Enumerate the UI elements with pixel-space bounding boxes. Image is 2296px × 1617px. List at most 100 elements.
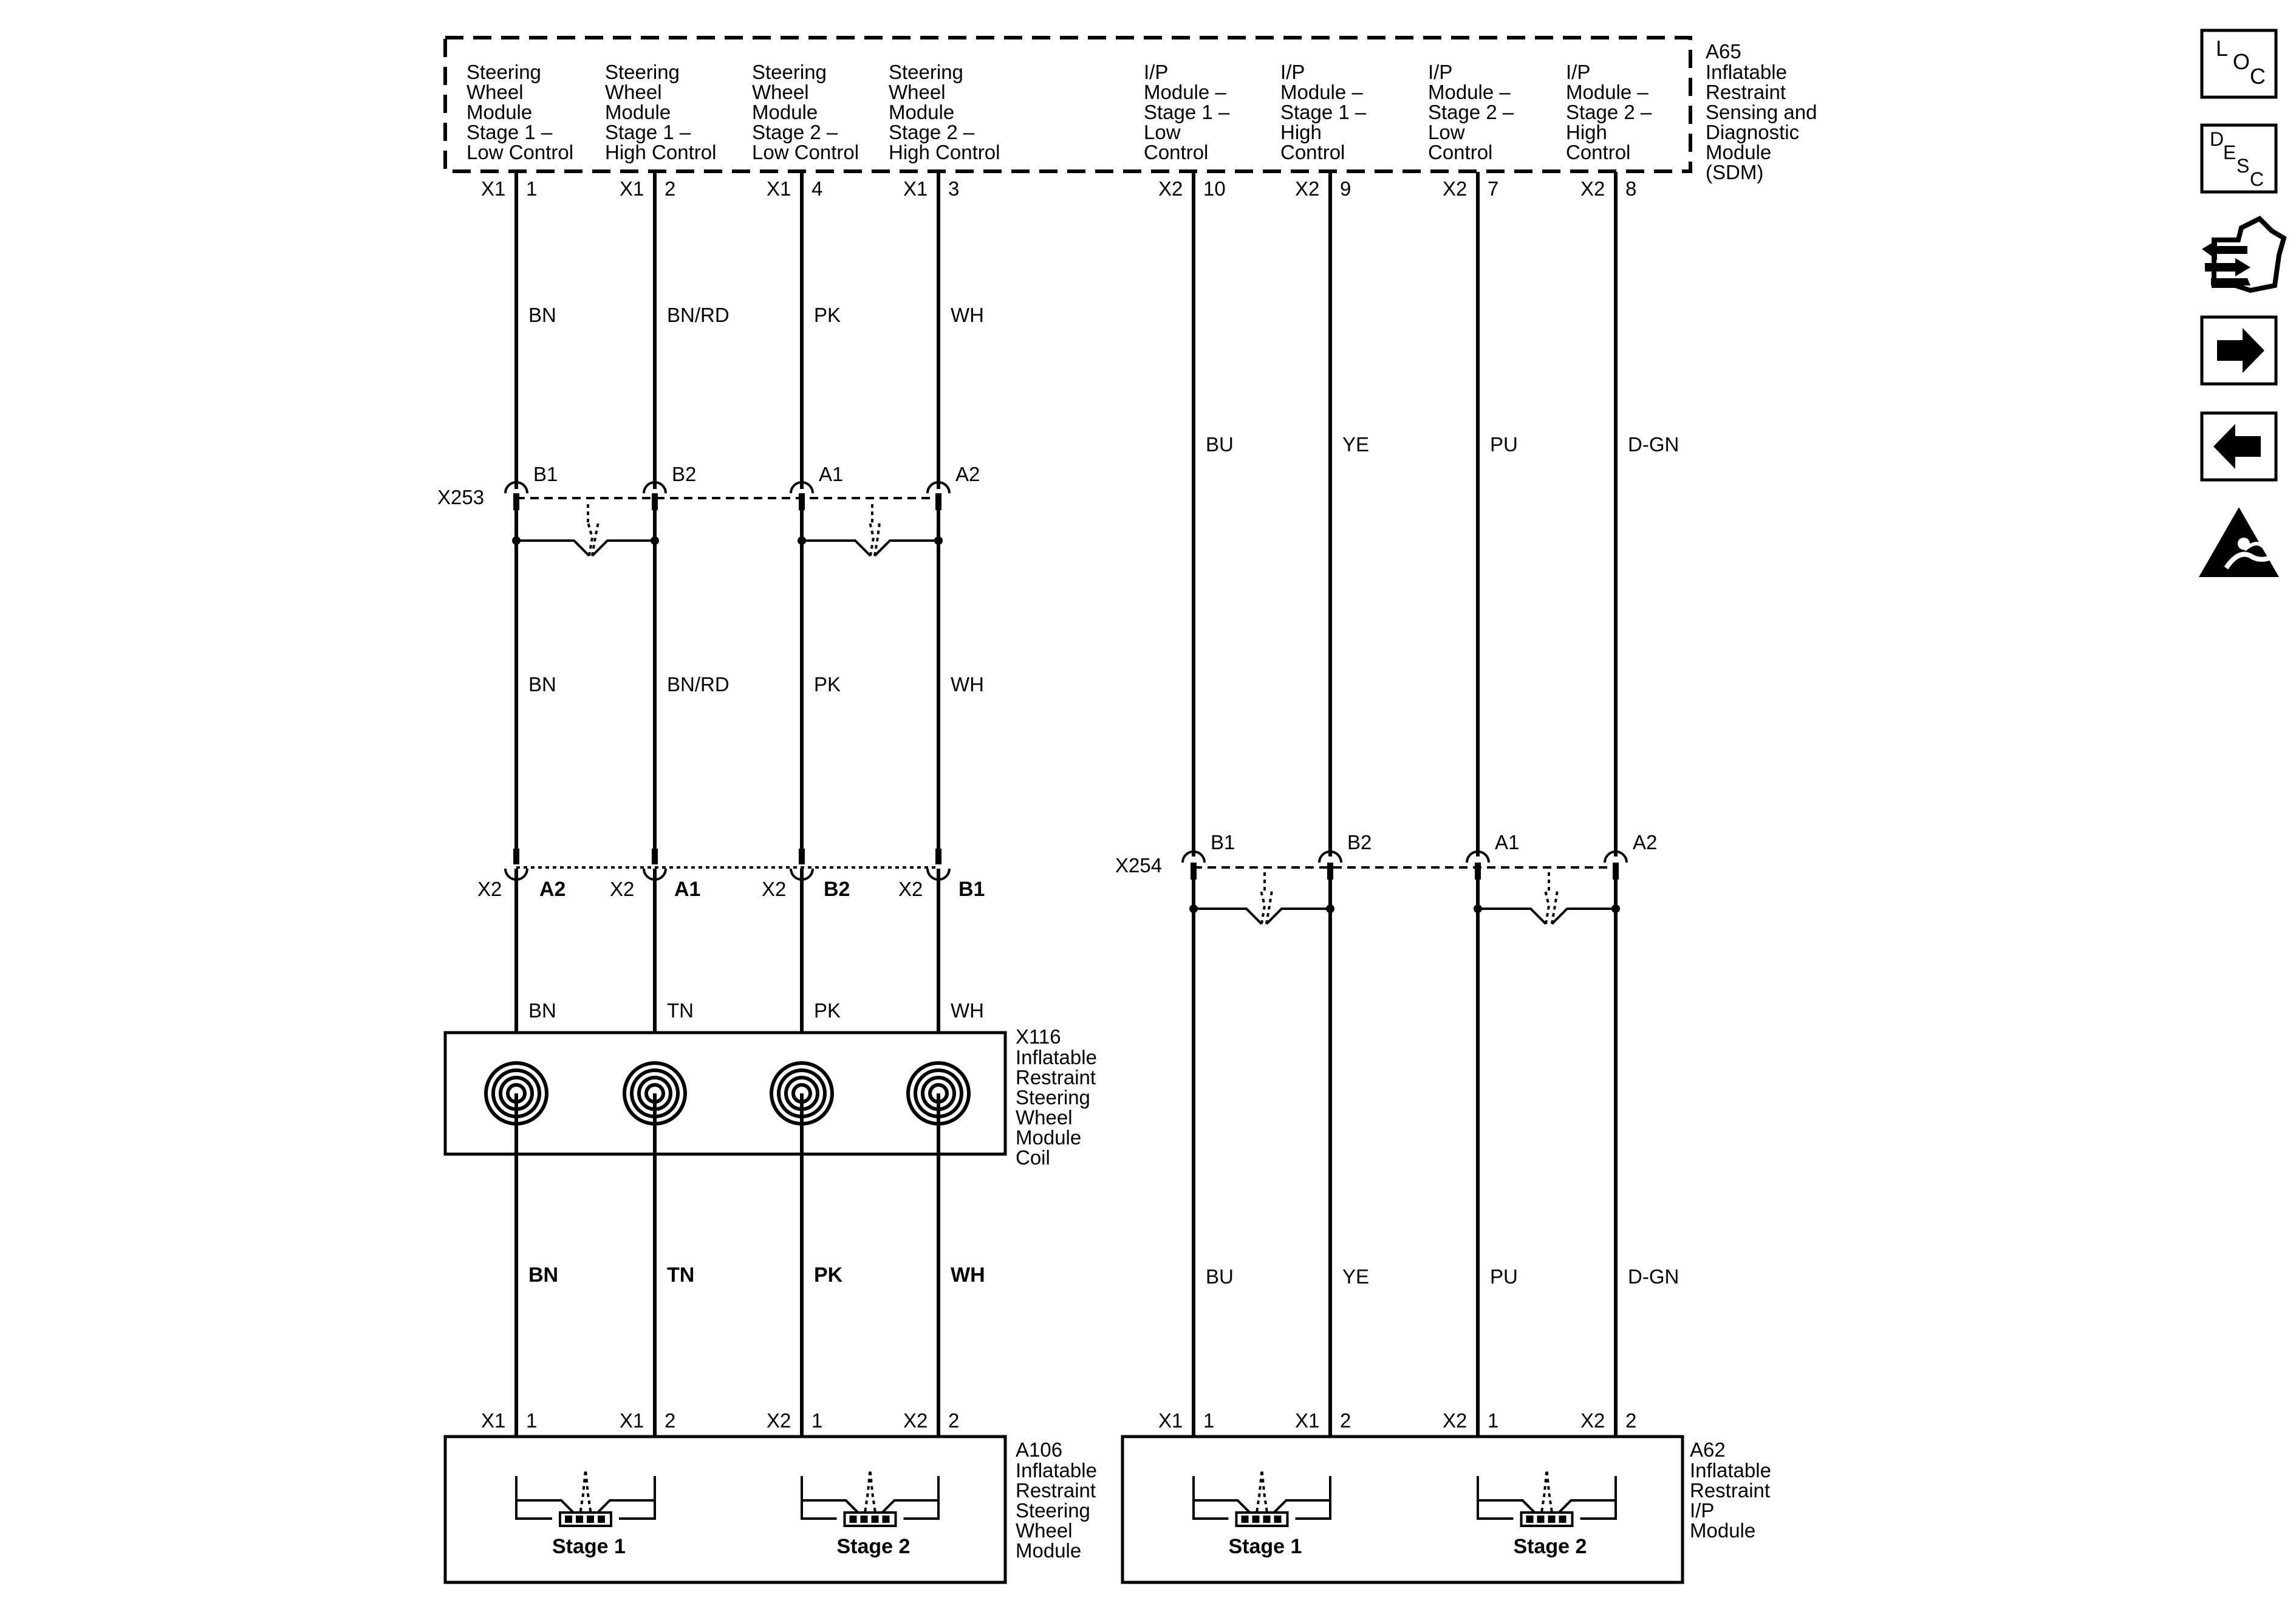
svg-text:B1: B1	[958, 878, 985, 901]
x116-name-line: Inflatable	[1016, 1046, 1097, 1068]
a106-name-line: Steering	[1016, 1499, 1090, 1522]
x116-name-line: Restraint	[1016, 1066, 1096, 1089]
loc-button[interactable]: L O C	[2200, 29, 2278, 99]
a62-outline	[1121, 1435, 1684, 1584]
sdm-connector-label: X2	[1158, 177, 1183, 200]
shorting-clip-dashed	[1254, 1469, 1269, 1519]
svg-text:L: L	[2216, 36, 2228, 61]
sdm-circuit-label: I/P	[1566, 61, 1590, 83]
wire-color-label: BN	[528, 304, 556, 326]
sdm-pin-number: 9	[1340, 177, 1351, 200]
sdm-circuit-label: Low	[1428, 121, 1465, 143]
sdm-circuit-label: Stage 2 –	[1566, 101, 1652, 123]
previous-arrow-icon[interactable]	[2200, 411, 2278, 482]
a106-stage-label: Stage 2	[837, 1535, 911, 1558]
a62-name-line: Restraint	[1690, 1479, 1770, 1502]
a106-pin-number: 1	[526, 1409, 537, 1432]
squib-segment	[882, 1516, 890, 1523]
connector-view-icon[interactable]	[2202, 216, 2287, 293]
desc-button[interactable]: D E S C	[2200, 123, 2278, 194]
sdm-circuit-label: I/P	[1428, 61, 1452, 83]
a62-pin-number: 2	[1625, 1409, 1636, 1432]
a106-pin-number: 1	[811, 1409, 822, 1432]
x253-pin-b1: B1	[504, 463, 558, 510]
wire-color-label: PU	[1490, 433, 1518, 456]
sdm-pin-number: 4	[811, 177, 822, 200]
a62-name-line: Inflatable	[1690, 1459, 1771, 1482]
a106-ref: A106	[1016, 1438, 1062, 1461]
x116-name-line: Wheel	[1016, 1106, 1073, 1129]
wire-color-label: TN	[667, 999, 694, 1022]
airbag-warning-icon[interactable]	[2199, 507, 2279, 577]
a106-name-line: Wheel	[1016, 1519, 1073, 1542]
x253-shorting-bar-1	[512, 501, 659, 557]
a62-connector-label: X2	[1443, 1409, 1467, 1432]
sdm-circuit-label: Control	[1566, 141, 1630, 163]
a106-pin-number: 2	[665, 1409, 675, 1432]
squib-segment	[1548, 1516, 1556, 1523]
sdm-circuit-label: Steering	[752, 61, 827, 83]
sdm-connector-label: X2	[1580, 177, 1605, 200]
a106-name-line: Module	[1016, 1539, 1081, 1562]
x253-shorting-bar-2	[798, 501, 943, 557]
wire-color-label: TN	[667, 1263, 694, 1287]
a106-steering-wheel-module: A106 InflatableRestraintSteeringWheelMod…	[443, 1409, 1097, 1584]
sdm-circuit-label: Low Control	[466, 141, 573, 163]
wire-color-label: PK	[814, 1263, 843, 1287]
right-wires	[1192, 172, 1618, 1437]
sdm-connector-label: X1	[481, 177, 505, 200]
wire-color-label: BN	[528, 999, 556, 1022]
a106-connector-label: X2	[903, 1409, 928, 1432]
svg-text:A2: A2	[1633, 831, 1657, 853]
sdm-pin-number: 8	[1625, 177, 1636, 200]
x253-connector: X253 B1 B2 A1 A2	[437, 463, 980, 557]
sdm-circuit-label: Module –	[1566, 81, 1649, 103]
a106-stage-label: Stage 1	[552, 1535, 626, 1558]
squib-segment	[1537, 1516, 1545, 1523]
wire-color-label: PU	[1490, 1265, 1518, 1288]
a62-name-line: Module	[1690, 1519, 1755, 1542]
wire-color-label: PK	[814, 304, 841, 326]
svg-text:B2: B2	[1347, 831, 1372, 853]
squib-segment	[565, 1516, 572, 1523]
squib-segment	[598, 1516, 605, 1523]
svg-text:X2: X2	[898, 878, 923, 900]
sdm-connector-label: X1	[903, 177, 928, 200]
a62-pin-number: 1	[1203, 1409, 1214, 1432]
wire-color-label: BN	[528, 673, 556, 696]
x254-shorting-bar-2	[1474, 870, 1620, 925]
x116-name-label: InflatableRestraintSteeringWheelModuleCo…	[1016, 1046, 1097, 1169]
wire-color-label: D-GN	[1628, 433, 1679, 456]
a62-pin-number: 2	[1340, 1409, 1351, 1432]
svg-text:X2: X2	[762, 878, 786, 900]
squib-segment	[871, 1516, 879, 1523]
sdm-circuit-label: High Control	[605, 141, 716, 163]
x116-outline	[443, 1031, 1007, 1156]
wire-color-label: YE	[1342, 1265, 1369, 1288]
sdm-circuit-label: High Control	[889, 141, 1000, 163]
x254-ref: X254	[1115, 854, 1162, 877]
sdm-circuit-label: Control	[1144, 141, 1208, 163]
coil-spirals	[484, 1061, 971, 1154]
sdm-circuit-label: Module –	[1144, 81, 1226, 103]
svg-text:O: O	[2233, 49, 2250, 74]
x2-pin-b1: X2 B1	[898, 849, 985, 901]
sdm-circuit-label: Stage 1 –	[466, 121, 553, 143]
next-arrow-icon[interactable]	[2200, 315, 2278, 386]
svg-text:X2: X2	[477, 878, 502, 900]
sdm-pin-number: 3	[948, 177, 959, 200]
svg-text:C: C	[2250, 64, 2266, 89]
sdm-pin-number: 10	[1203, 177, 1226, 200]
sdm-circuit-label: Stage 2 –	[752, 121, 838, 143]
svg-text:B1: B1	[533, 463, 558, 485]
a62-pin-number: 1	[1488, 1409, 1498, 1432]
svg-text:B1: B1	[1211, 831, 1235, 853]
svg-text:D: D	[2210, 128, 2224, 150]
sdm-circuit-label: Wheel	[466, 81, 524, 103]
squib-segment	[1274, 1516, 1282, 1523]
